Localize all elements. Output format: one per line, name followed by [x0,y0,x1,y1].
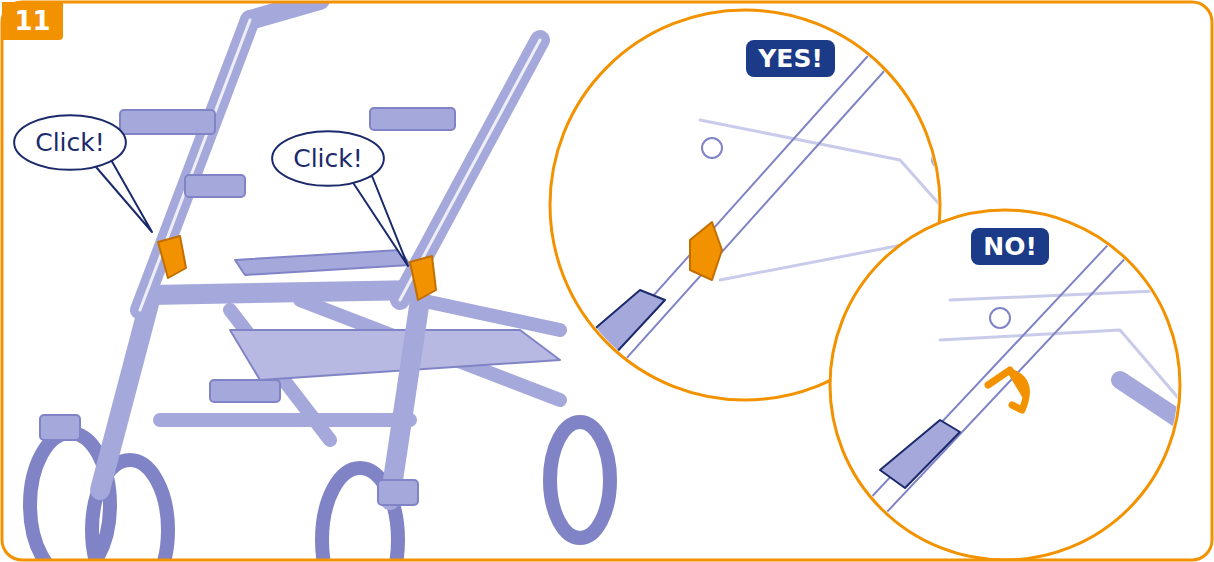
step-number: 11 [2,2,63,40]
step-number-text: 11 [14,6,50,36]
no-badge-text: NO! [983,232,1037,261]
yes-badge: YES! [746,40,835,77]
yes-badge-text: YES! [758,44,823,73]
speech-bubble-text: Click! [35,128,105,157]
speech-bubble: Click! [13,114,127,171]
speech-bubble: Click! [271,130,385,187]
speech-bubble-text: Click! [293,144,363,173]
no-badge: NO! [971,228,1049,265]
